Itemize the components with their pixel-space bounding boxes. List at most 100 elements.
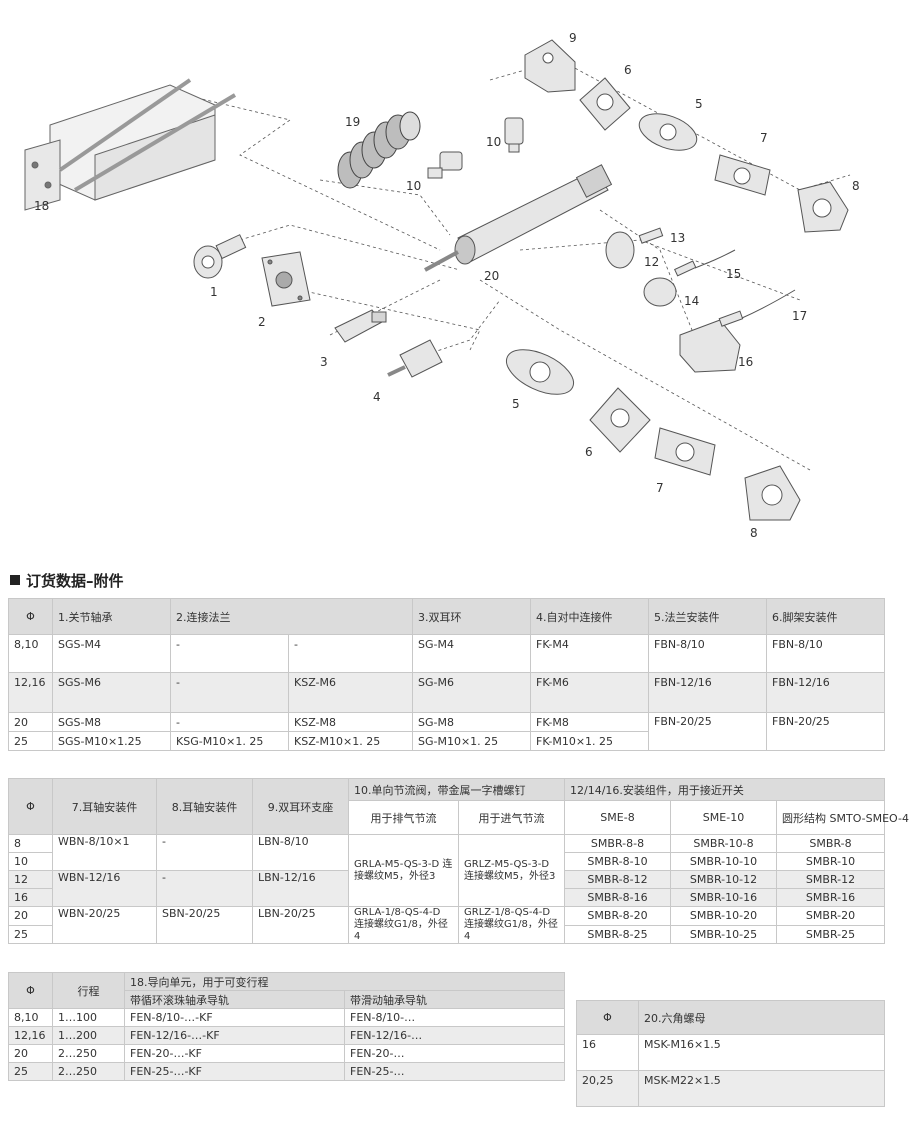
table-cell: SMBR-10-25 [670, 924, 777, 944]
table-cell: FEN-12/16-…-KF [124, 1026, 345, 1045]
callout-3: 3 [320, 355, 328, 369]
table-cell: SBN-20/25 [156, 906, 253, 944]
clevis-drawing [334, 309, 387, 343]
table1-header-clevis: 3.双耳环 [412, 598, 531, 635]
callout-5b: 5 [512, 397, 520, 411]
table-row: 20 2…250 FEN-20-…-KF FEN-20-… [8, 1044, 565, 1063]
section-title-text: 订货数据–附件 [26, 572, 124, 590]
table-cell: - [170, 634, 289, 673]
table2-header-exhaust: 用于排气节流 [348, 800, 459, 835]
table2-header-supply: 用于进气节流 [458, 800, 565, 835]
callout-12: 12 [644, 255, 659, 269]
table-cell: KSZ-M8 [288, 712, 413, 732]
callout-7b: 7 [656, 481, 664, 495]
table-cell: LBN-20/25 [252, 906, 349, 944]
table-cell: 8 [8, 834, 53, 853]
flange-mount-drawing [505, 113, 698, 395]
table-cell: - [156, 834, 253, 871]
table-row: 20,25 MSK-M22×1.5 [576, 1070, 885, 1107]
rod-eye-drawing [193, 234, 247, 279]
table2-header-round: 圆形结构 SMTO-SMEO-4 [775, 800, 909, 835]
table1-header-flange-mount: 5.法兰安装件 [648, 598, 767, 635]
table2-header-clevis-foot: 9.双耳环支座 [252, 778, 349, 835]
table-cell: LBN-8/10 [252, 834, 349, 871]
table-cell: SMBR-8-16 [564, 888, 671, 907]
ordering-table-guide-unit: Φ 行程 18.导向单元，用于可变行程 带循环滚珠轴承导轨 带滑动轴承导轨 8,… [8, 972, 565, 1081]
callout-18: 18 [34, 199, 49, 213]
table-cell: FEN-8/10-… [344, 1008, 565, 1027]
table1-header-flange: 2.连接法兰 [170, 598, 413, 635]
callout-14: 14 [684, 294, 699, 308]
table-cell: SG-M8 [412, 712, 531, 732]
ordering-table-1: Φ 1.关节轴承 2.连接法兰 3.双耳环 4.自对中连接件 5.法兰安装件 6… [8, 598, 885, 751]
table-cell: 2…250 [52, 1044, 125, 1063]
callout-7a: 7 [760, 131, 768, 145]
table-cell: - [170, 712, 289, 732]
table-cell: GRLZ-1/8-QS-4-D 连接螺纹G1/8，外径4 [458, 906, 565, 944]
table2-header-throttle-valve: 10.单向节流阀，带金属一字槽螺钉 [348, 778, 565, 801]
table2-header-sme10: SME-10 [670, 800, 777, 835]
table2-header-sme8: SME-8 [564, 800, 671, 835]
table-cell: FBN-20/25 [766, 712, 885, 751]
diagram-callouts: 1 2 3 4 5 5 6 6 7 7 8 8 9 10 10 12 13 14… [34, 31, 860, 540]
table-cell: SG-M6 [412, 672, 531, 713]
callout-6a: 6 [624, 63, 632, 77]
table-cell: 8,10 [8, 634, 53, 673]
table-cell: 2…250 [52, 1062, 125, 1081]
table-cell: FK-M10×1. 25 [530, 731, 649, 751]
table-cell: SG-M10×1. 25 [412, 731, 531, 751]
callout-8b: 8 [750, 526, 758, 540]
table3-header-row-2: 带循环滚珠轴承导轨 带滑动轴承导轨 [9, 990, 565, 1009]
table-cell: LBN-12/16 [252, 870, 349, 907]
table2-header-sensor-kit: 12/14/16.安装组件，用于接近开关 [563, 778, 886, 801]
title-square-icon [10, 575, 20, 585]
callout-9: 9 [569, 31, 577, 45]
table-cell: 20 [8, 712, 53, 732]
table-cell: 1…200 [52, 1026, 125, 1045]
table-cell: SG-M4 [412, 634, 531, 673]
callout-8a: 8 [852, 179, 860, 193]
table-cell: 16 [576, 1034, 639, 1071]
table-cell: FEN-20-…-KF [124, 1044, 345, 1063]
callout-10b: 10 [406, 179, 421, 193]
guide-unit-drawing [24, 78, 237, 211]
table-cell: FEN-12/16-… [344, 1026, 565, 1045]
table1-header-foot-mount: 6.脚架安装件 [766, 598, 885, 635]
callout-2: 2 [258, 315, 266, 329]
trunnion-support-drawing [744, 181, 849, 521]
table-cell: SMBR-10-16 [670, 888, 777, 907]
table-cell: KSZ-M10×1. 25 [288, 731, 413, 751]
table-cell: FEN-8/10-…-KF [124, 1008, 345, 1027]
table-cell: SMBR-10-20 [670, 906, 777, 926]
table-cell: KSZ-M6 [288, 672, 413, 713]
table-cell: 16 [8, 888, 53, 907]
ordering-table-2: Φ 7.耳轴安装件 8.耳轴安装件 9.双耳环支座 10.单向节流阀，带金属一字… [8, 778, 909, 944]
table3-header-guide-unit: 18.导向单元，用于可变行程 [124, 972, 565, 991]
table-cell: FEN-20-… [344, 1044, 565, 1063]
callout-20: 20 [484, 269, 499, 283]
table-cell: FEN-25-… [344, 1062, 565, 1081]
table-cell: SMBR-8-12 [564, 870, 671, 889]
table-row: 16 MSK-M16×1.5 [576, 1034, 885, 1071]
table-cell: - [288, 634, 413, 673]
table2-header-phi: Φ [8, 778, 53, 835]
table-cell: WBN-12/16 [52, 870, 157, 907]
table-cell: - [156, 870, 253, 907]
table-row: 25 SMBR-8-25 SMBR-10-25 SMBR-25 [8, 924, 886, 944]
callout-10a: 10 [486, 135, 501, 149]
table-cell: 20,25 [576, 1070, 639, 1107]
table-cell: FK-M6 [530, 672, 649, 713]
bellows-drawing [337, 111, 421, 189]
clevis-foot-drawing [524, 39, 576, 93]
table-cell: SMBR-25 [775, 924, 886, 944]
table-cell: SMBR-10-12 [670, 870, 777, 889]
flange-drawing [261, 251, 311, 307]
throttle-valve-drawing [427, 117, 524, 179]
table-cell: 20 [8, 1044, 53, 1063]
table-cell: SMBR-8-20 [564, 906, 671, 926]
table-cell: 25 [8, 731, 53, 751]
callout-19: 19 [345, 115, 360, 129]
table-cell: SGS-M4 [52, 634, 171, 673]
table-row: 8,10 SGS-M4 - - SG-M4 FK-M4 FBN-8/10 FBN… [8, 634, 885, 673]
table3-header-ball-bearing: 带循环滚珠轴承导轨 [124, 990, 345, 1009]
